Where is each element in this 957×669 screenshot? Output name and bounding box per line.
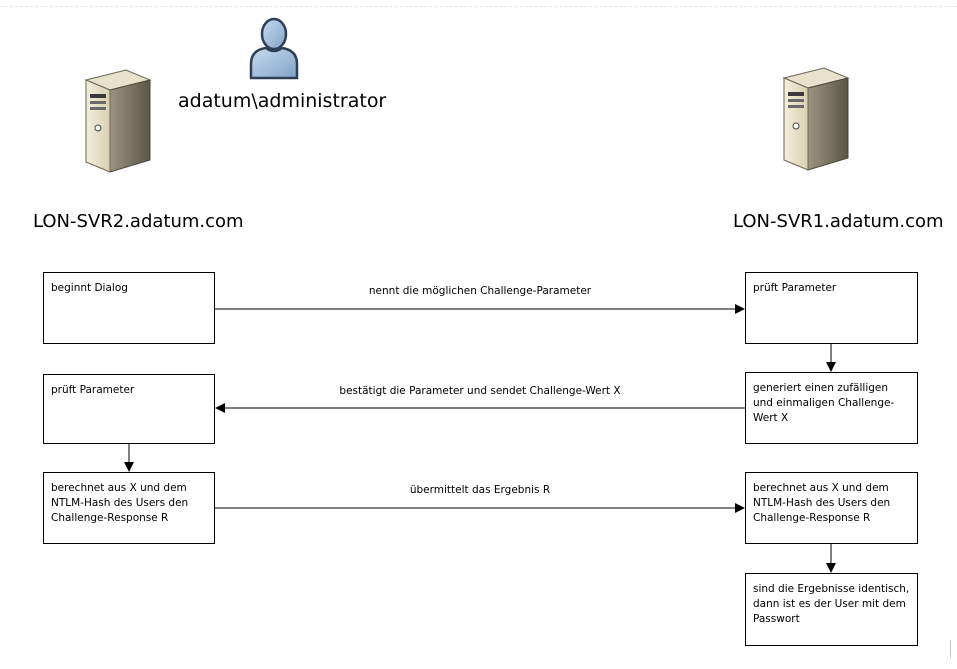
user-label: adatum\administrator bbox=[178, 90, 387, 112]
client-step-compute-response: berechnet aus X und dem NTLM-Hash des Us… bbox=[43, 472, 215, 544]
message-challenge-value: bestätigt die Parameter und sendet Chall… bbox=[339, 385, 621, 397]
server-host-label: LON-SVR1.adatum.com bbox=[733, 211, 944, 232]
message-result: übermittelt das Ergebnis R bbox=[409, 484, 551, 496]
client-step-check-parameters: prüft Parameter bbox=[43, 374, 215, 444]
server-step-check-parameters: prüft Parameter bbox=[745, 272, 918, 344]
message-challenge-parameters: nennt die möglichen Challenge-Parameter bbox=[368, 285, 592, 297]
client-server-icon bbox=[80, 66, 152, 174]
server-icon bbox=[778, 64, 850, 172]
server-step-compare-results: sind die Ergebnisse identisch, dann ist … bbox=[745, 573, 918, 646]
user-icon bbox=[246, 16, 302, 80]
client-host-label: LON-SVR2.adatum.com bbox=[33, 211, 244, 232]
top-divider bbox=[0, 6, 957, 7]
edge-mark bbox=[950, 640, 951, 658]
server-step-generate-challenge: generiert einen zufälligen und einmalige… bbox=[745, 372, 918, 444]
server-step-compute-response: berechnet aus X und dem NTLM-Hash des Us… bbox=[745, 472, 918, 544]
client-step-begin-dialog: beginnt Dialog bbox=[43, 272, 215, 344]
